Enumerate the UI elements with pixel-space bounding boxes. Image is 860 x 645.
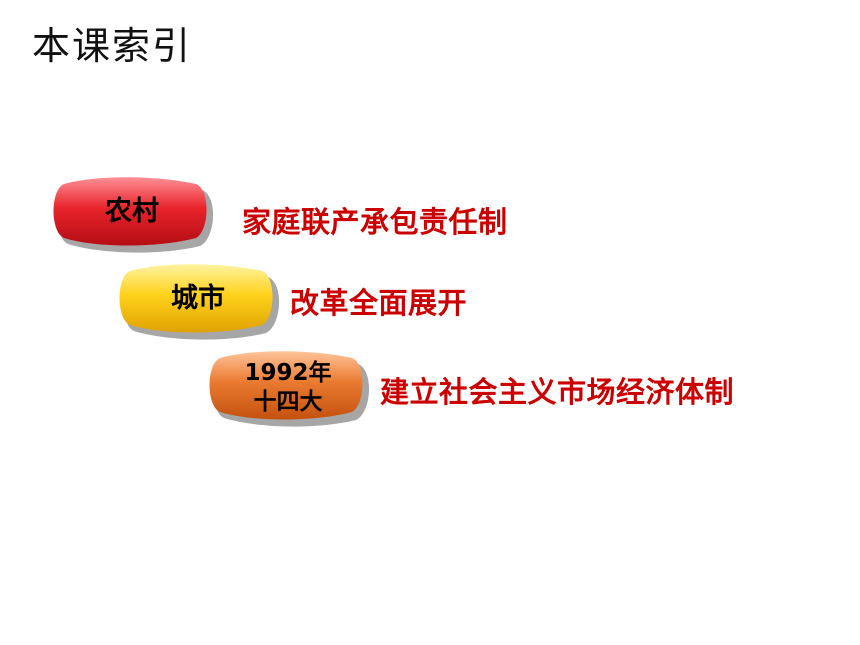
index-badge: 城市 [116, 263, 280, 343]
badge-label-line: 1992年 [244, 360, 332, 386]
badge-label: 1992年 十四大 [206, 359, 370, 417]
badge-fill [209, 351, 363, 420]
index-description: 家庭联产承包责任制 [242, 205, 508, 239]
page-title: 本课索引 [32, 24, 193, 68]
index-item-1992: 1992年 十四大 建立社会主义市场经济体制 [206, 350, 806, 430]
badge-pill-shape [53, 177, 214, 253]
index-item-rural: 农村 家庭联产承包责任制 [50, 176, 570, 256]
badge-label-line: 城市 [171, 283, 225, 314]
index-badge: 农村 [50, 176, 214, 256]
badge-fill [53, 177, 207, 246]
index-badge: 1992年 十四大 [206, 350, 370, 430]
badge-pill-shape [209, 351, 370, 427]
index-description: 改革全面展开 [290, 286, 468, 320]
badge-fill [119, 264, 273, 333]
index-description: 建立社会主义市场经济体制 [380, 375, 735, 409]
badge-label-line: 十四大 [253, 389, 323, 415]
index-item-urban: 城市 改革全面展开 [116, 263, 536, 343]
badge-label: 城市 [116, 282, 280, 316]
badge-pill-shape [119, 264, 280, 340]
badge-label: 农村 [50, 195, 214, 229]
badge-label-line: 农村 [105, 196, 159, 227]
